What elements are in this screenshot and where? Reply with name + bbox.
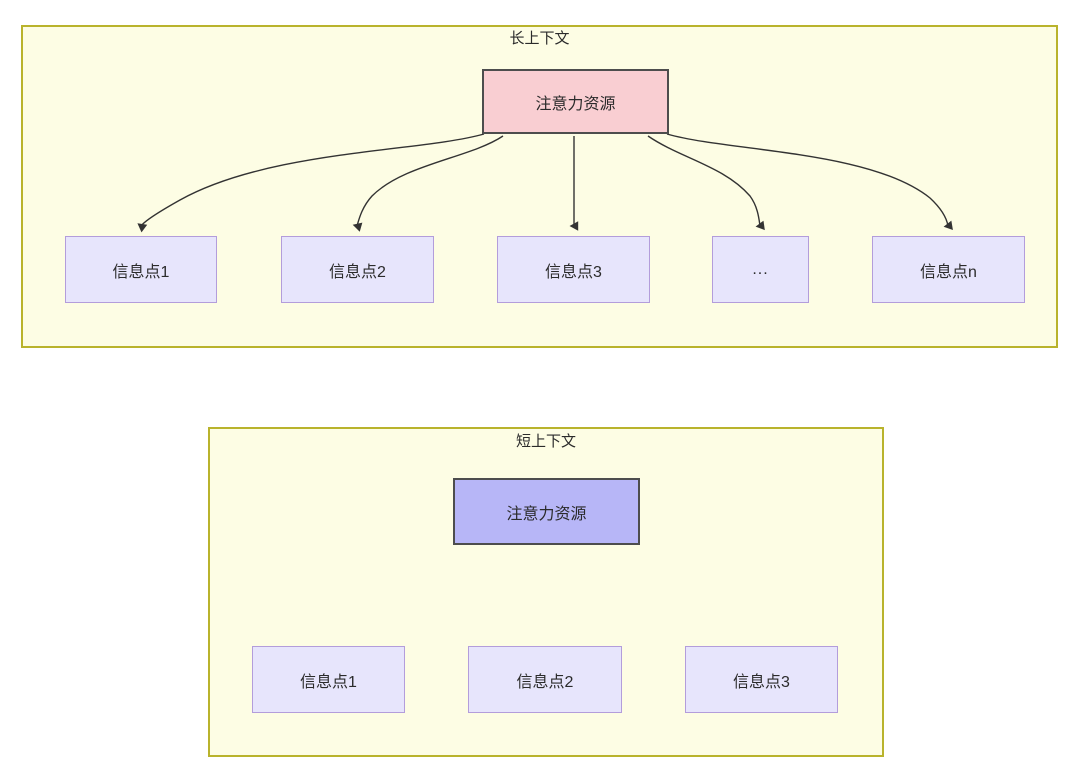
node-short-leaf-2[interactable]: 信息点2: [468, 646, 622, 713]
node-short-leaf-3[interactable]: 信息点3: [685, 646, 838, 713]
node-long-leaf-3[interactable]: 信息点3: [497, 236, 650, 303]
node-short-leaf-2-label: 信息点2: [516, 673, 574, 691]
node-long-leaf-1-label: 信息点1: [112, 263, 170, 281]
node-long-leaf-n[interactable]: 信息点n: [872, 236, 1025, 303]
node-long-leaf-1[interactable]: 信息点1: [65, 236, 217, 303]
node-short-leaf-1-label: 信息点1: [300, 673, 357, 691]
group-short-context-title: 短上下文: [515, 433, 576, 450]
node-long-leaf-2-label: 信息点2: [329, 263, 386, 281]
node-long-leaf-3-label: 信息点3: [545, 263, 602, 281]
group-long-context-title: 长上下文: [509, 30, 570, 47]
node-short-context-root-label: 注意力资源: [506, 505, 587, 523]
node-long-leaf-ellipsis-label: ...: [752, 260, 769, 278]
node-long-leaf-n-label: 信息点n: [920, 263, 977, 281]
node-long-leaf-2[interactable]: 信息点2: [281, 236, 434, 303]
node-long-context-root-label: 注意力资源: [535, 95, 616, 113]
node-short-context-root[interactable]: 注意力资源: [453, 478, 640, 545]
node-long-leaf-ellipsis[interactable]: ...: [712, 236, 809, 303]
node-short-leaf-3-label: 信息点3: [733, 673, 790, 691]
node-short-leaf-1[interactable]: 信息点1: [252, 646, 405, 713]
node-long-context-root[interactable]: 注意力资源: [482, 69, 669, 134]
